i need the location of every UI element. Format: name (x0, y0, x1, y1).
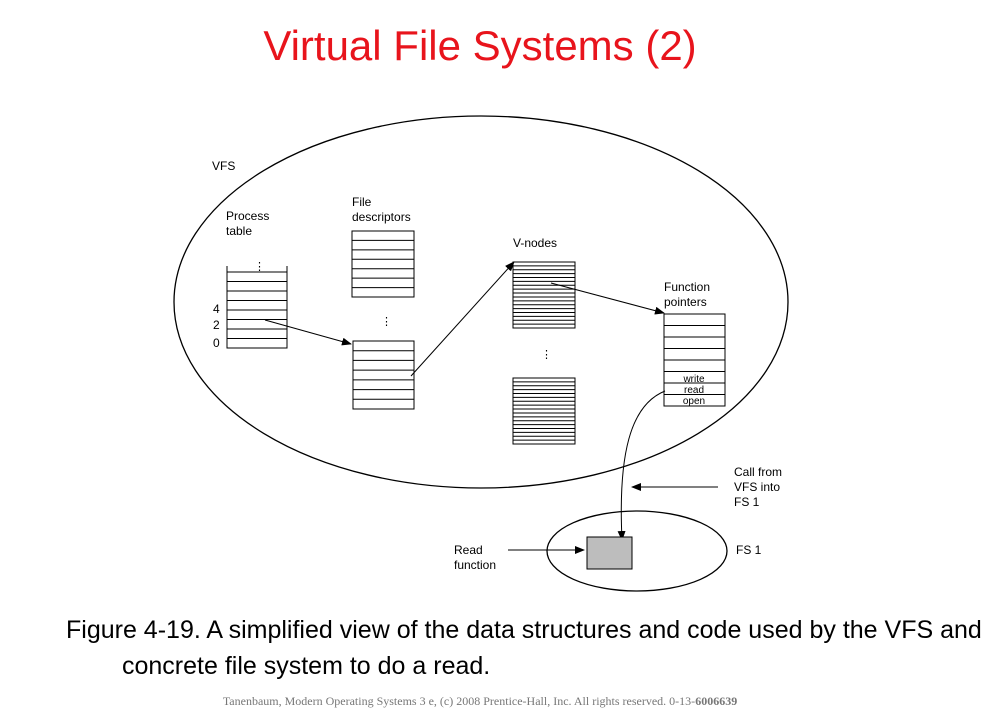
call-from-vfs-label: Call from VFS into FS 1 (734, 465, 785, 509)
file-descriptors-block-bottom (352, 340, 415, 410)
vnode-ellipsis: ⋮ (541, 349, 552, 361)
fp-entry-open: open (683, 396, 705, 407)
file-descriptors-label: File descriptors (352, 195, 411, 224)
file-descriptors-ellipsis: ⋮ (381, 316, 392, 328)
figure-caption: Figure 4-19. A simplified view of the da… (66, 616, 982, 680)
vfs-diagram: VFS Process table File descriptors V-nod… (173, 115, 789, 592)
vfs-boundary (173, 115, 789, 489)
process-table-ellipsis: ⋮ (254, 261, 265, 273)
fs1-boundary (546, 510, 728, 592)
process-table-index-0: 0 (213, 336, 220, 350)
copyright-footer: Tanenbaum, Modern Operating Systems 3 e,… (0, 694, 960, 709)
arrow-vnode-to-fp (550, 282, 665, 315)
arrow-fd-to-vnode (410, 261, 515, 377)
vnode-block-bottom (512, 377, 576, 445)
arrow-process-to-fd (264, 319, 352, 346)
process-table (226, 266, 288, 349)
footer-isbn: 6006639 (695, 694, 738, 708)
footer-text: Tanenbaum, Modern Operating Systems 3 e,… (222, 694, 696, 708)
file-descriptors-block-top (351, 230, 415, 298)
process-table-index-2: 2 (213, 318, 220, 332)
read-function-box (586, 536, 633, 570)
read-function-label: Read function (454, 543, 496, 572)
vnodes-label: V-nodes (513, 236, 557, 250)
function-pointers-table (663, 313, 726, 407)
process-table-label: Process table (226, 209, 273, 238)
fs1-label: FS 1 (736, 543, 762, 557)
fp-entry-read: read (684, 385, 704, 396)
process-table-index-4: 4 (213, 302, 220, 316)
slide-title: Virtual File Systems (2) (263, 22, 697, 69)
vnode-block-top (512, 261, 576, 329)
vfs-label: VFS (212, 159, 235, 173)
fp-entry-write: write (682, 374, 705, 385)
function-pointers-label: Function pointers (664, 280, 713, 309)
